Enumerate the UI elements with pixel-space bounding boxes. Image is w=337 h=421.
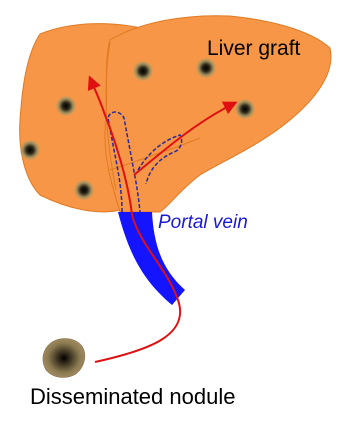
liver-graft-label: Liver graft xyxy=(207,38,300,59)
portal-vein-label: Portal vein xyxy=(158,213,248,232)
tumor-nodule xyxy=(196,58,216,78)
tumor-nodule xyxy=(133,61,153,81)
tumor-nodule xyxy=(56,96,76,116)
tumor-nodule xyxy=(235,99,255,119)
tumor-nodule xyxy=(20,140,40,160)
tumor-nodule xyxy=(74,180,94,200)
disseminated-nodule xyxy=(43,339,85,378)
disseminated-nodule-label: Disseminated nodule xyxy=(30,386,235,408)
